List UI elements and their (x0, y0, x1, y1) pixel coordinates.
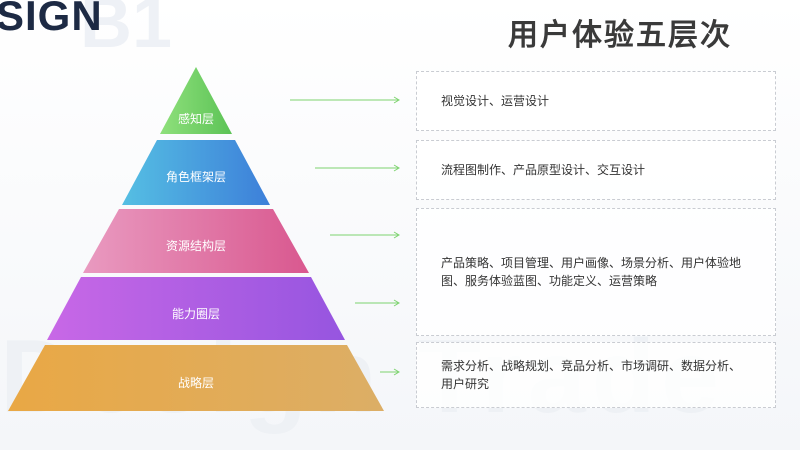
pyramid-layer-1 (160, 67, 232, 134)
description-text-1: 视觉设计、运营设计 (441, 94, 550, 108)
arrow-head-1 (393, 96, 400, 104)
arrow-head-2 (393, 164, 400, 172)
pyramid-layer-4 (47, 277, 345, 340)
description-box-3: 产品策略、项目管理、用户画像、场景分析、用户体验地图、服务体验蓝图、功能定义、运… (416, 208, 776, 336)
page-title: 用户体验五层次 (508, 18, 732, 53)
description-box-2: 流程图制作、产品原型设计、交互设计 (416, 140, 776, 200)
description-box-5: 需求分析、战略规划、竞品分析、市场调研、数据分析、用户研究 (416, 342, 776, 408)
arrow-head-3 (393, 231, 400, 239)
layer-label-4: 能力圈层 (171, 307, 221, 321)
description-text-2: 流程图制作、产品原型设计、交互设计 (441, 163, 646, 177)
brand-logo-text: SIGN (0, 0, 103, 39)
arrow-head-4 (393, 299, 400, 307)
layer-label-3: 资源结构层 (165, 239, 227, 253)
pyramid-layer-3 (83, 209, 309, 273)
description-box-1: 视觉设计、运营设计 (416, 71, 776, 131)
brand-ghost-text: B1 (80, 0, 173, 63)
layer-label-2: 角色框架层 (165, 170, 227, 184)
description-text-3: 产品策略、项目管理、用户画像、场景分析、用户体验地图、服务体验蓝图、功能定义、运… (441, 256, 742, 288)
layer-label-1: 感知层 (177, 112, 215, 126)
layer-label-5: 战略层 (177, 376, 215, 390)
pyramid-layer-2 (122, 140, 270, 205)
arrow-head-5 (393, 368, 400, 376)
pyramid-layer-5 (8, 345, 384, 411)
description-text-5: 需求分析、战略规划、竞品分析、市场调研、数据分析、用户研究 (441, 359, 742, 391)
